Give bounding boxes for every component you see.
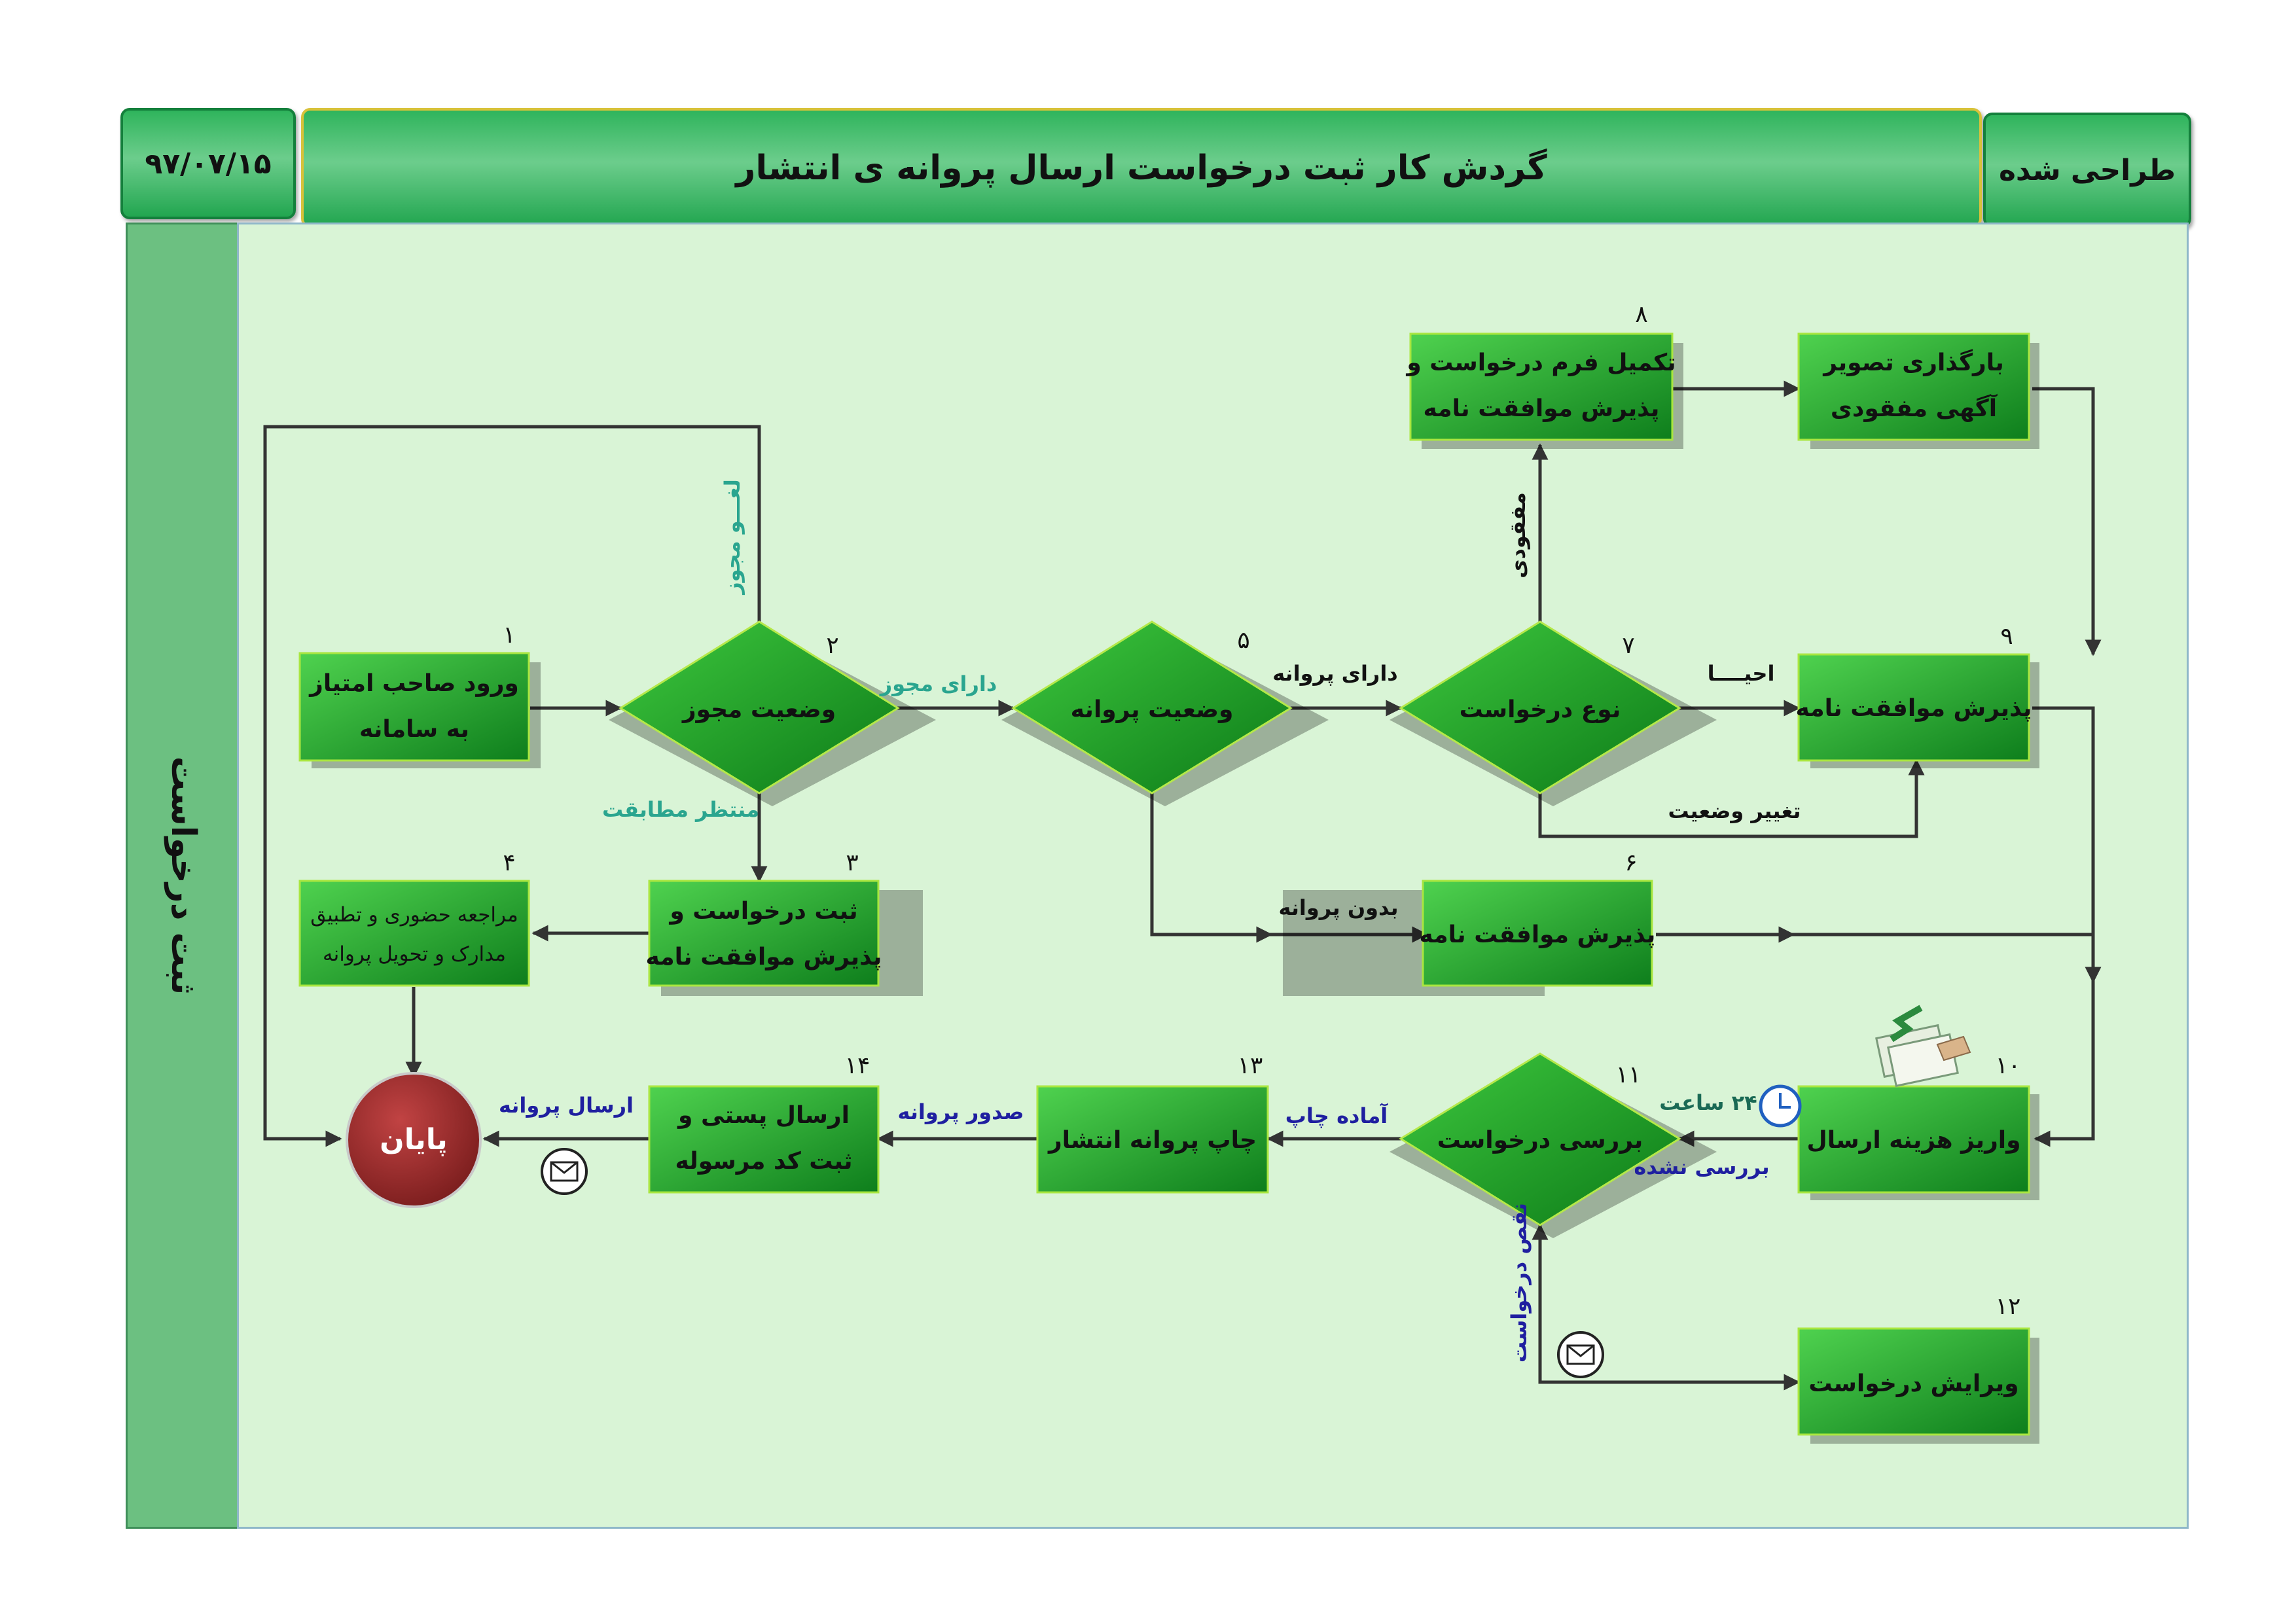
node-10-number: ۱۰	[1996, 1052, 2021, 1079]
label-24-hours: ۲۴ ساعت	[1659, 1090, 1757, 1115]
node-8-number: ۸	[1635, 301, 1647, 328]
node-1-line1: ورود صاحب امتیاز	[308, 670, 519, 697]
node-3-number: ۳	[846, 849, 858, 876]
node-7-request-type: ۷ نوع درخواست	[1390, 620, 1717, 806]
node-13-label: چاپ پروانه انتشار	[1047, 1127, 1257, 1154]
node-3-register: ۳ ثبت درخواست و پذیرش موافقت نامه	[646, 849, 923, 996]
node-1-number: ۱	[503, 622, 515, 649]
node-11-number: ۱۱	[1616, 1061, 1641, 1088]
node-14-line1: ارسال پستی و	[677, 1102, 850, 1129]
label-awaiting-match: منتظر مطابقت	[602, 797, 759, 822]
label-no-license: بدون پروانه	[1278, 895, 1398, 920]
node-2-number: ۲	[826, 632, 838, 659]
label-has-license: دارای پروانه	[1272, 661, 1397, 686]
status-box: طراحی شده	[1983, 113, 2191, 228]
node-5-label: وضعیت پروانه	[1071, 696, 1234, 723]
end-node: پایان	[346, 1072, 482, 1208]
label-revival: احیــــا	[1708, 661, 1775, 686]
node-upload-line1: بارگذاری تصویر	[1822, 349, 2004, 376]
node-9-label: پذیرش موافقت نامه	[1796, 695, 2032, 722]
node-9-number: ۹	[2000, 623, 2013, 650]
node-5-license-status: ۵ وضعیت پروانه	[1001, 620, 1329, 806]
label-cancel-permit: لغـــو مجوز	[720, 479, 745, 595]
node-5-number: ۵	[1237, 627, 1249, 654]
label-print-ready: آماده چاپ	[1285, 1103, 1389, 1128]
label-has-permit: دارای مجوز	[879, 671, 997, 696]
node-11-label: بررسی درخواست	[1437, 1127, 1643, 1154]
node-upload-line2: آگهی مفقودی	[1831, 393, 1998, 422]
date-box: ۹۷/۰۷/۱۵	[120, 108, 296, 219]
connectors	[263, 380, 2102, 1391]
clock-icon	[1759, 1084, 1802, 1128]
email-icon	[541, 1148, 588, 1195]
node-4-number: ۴	[503, 849, 515, 876]
node-8-line2: پذیرش موافقت نامه	[1424, 395, 1660, 422]
node-4-line2: مدارک و تحویل پروانه	[323, 942, 506, 966]
end-label: پایان	[380, 1123, 448, 1156]
node-3-line1: ثبت درخواست و	[668, 898, 857, 925]
node-6-label: پذیرش موافقت نامه	[1420, 921, 1656, 948]
page-title: گردش کار ثبت درخواست ارسال پروانه ی انتش…	[736, 148, 1547, 188]
node-10-label: واریز هزینه ارسال	[1806, 1127, 2020, 1154]
label-status-change: تغییر وضعیت	[1668, 798, 1801, 823]
date-text: ۹۷/۰۷/۱۵	[145, 147, 272, 181]
node-7-label: نوع درخواست	[1460, 696, 1621, 723]
node-14-number: ۱۴	[845, 1052, 870, 1079]
label-request-defect: نقص درخواست	[1507, 1203, 1532, 1363]
node-upload-ad-image: بارگذاری تصویر آگهی مفقودی	[1797, 332, 2039, 449]
label-not-reviewed: بررسی نشده	[1634, 1154, 1769, 1179]
money-payment-icon	[1875, 1005, 1971, 1088]
status-text: طراحی شده	[1998, 153, 2176, 187]
node-6-number: ۶	[1624, 849, 1637, 876]
node-14-postal-send: ۱۴ ارسال پستی و ثبت کد مرسوله	[648, 1052, 880, 1194]
label-license-sent: ارسال پروانه	[499, 1093, 634, 1118]
node-4-in-person: ۴ مراجعه حضوری و تطبیق مدارک و تحویل پرو…	[298, 849, 530, 987]
node-9-accept-agreement: ۹ پذیرش موافقت نامه	[1796, 623, 2039, 768]
node-12-label: ویرایش درخواست	[1808, 1370, 2018, 1397]
node-8-line1: تکمیل فرم درخواست و	[1405, 349, 1676, 376]
swimlane-label: ثبت درخواست	[126, 223, 241, 1529]
node-13-print-license: ۱۳ چاپ پروانه انتشار	[1036, 1052, 1269, 1194]
node-11-review-request: ۱۱ بررسی درخواست	[1390, 1052, 1717, 1238]
node-2-label: وضعیت مجوز	[681, 696, 836, 723]
node-7-number: ۷	[1622, 632, 1634, 659]
node-12-number: ۱۲	[1996, 1293, 2021, 1320]
node-6-accept-agreement: ۶ پذیرش موافقت نامه	[1283, 849, 1655, 996]
node-4-line1: مراجعه حضوری و تطبیق	[310, 903, 518, 927]
node-2-permit-status: ۲ وضعیت مجوز	[609, 620, 936, 806]
label-license-issued: صدور پروانه	[897, 1099, 1024, 1124]
node-10-pay-shipping: ۱۰ واریز هزینه ارسال	[1797, 1052, 2039, 1200]
node-8-complete-form: ۸ تکمیل فرم درخواست و پذیرش موافقت نامه	[1405, 301, 1683, 449]
node-1-login: ۱ ورود صاحب امتیاز به سامانه	[298, 622, 541, 768]
email-icon-defect	[1557, 1331, 1604, 1378]
node-13-number: ۱۳	[1238, 1052, 1263, 1079]
node-14-line2: ثبت کد مرسوله	[675, 1148, 852, 1175]
node-3-line2: پذیرش موافقت نامه	[646, 944, 882, 971]
node-1-line2: به سامانه	[359, 716, 469, 743]
label-lost: مفقودی	[1505, 492, 1530, 579]
node-12-edit-request: ۱۲ ویرایش درخواست	[1797, 1293, 2039, 1444]
